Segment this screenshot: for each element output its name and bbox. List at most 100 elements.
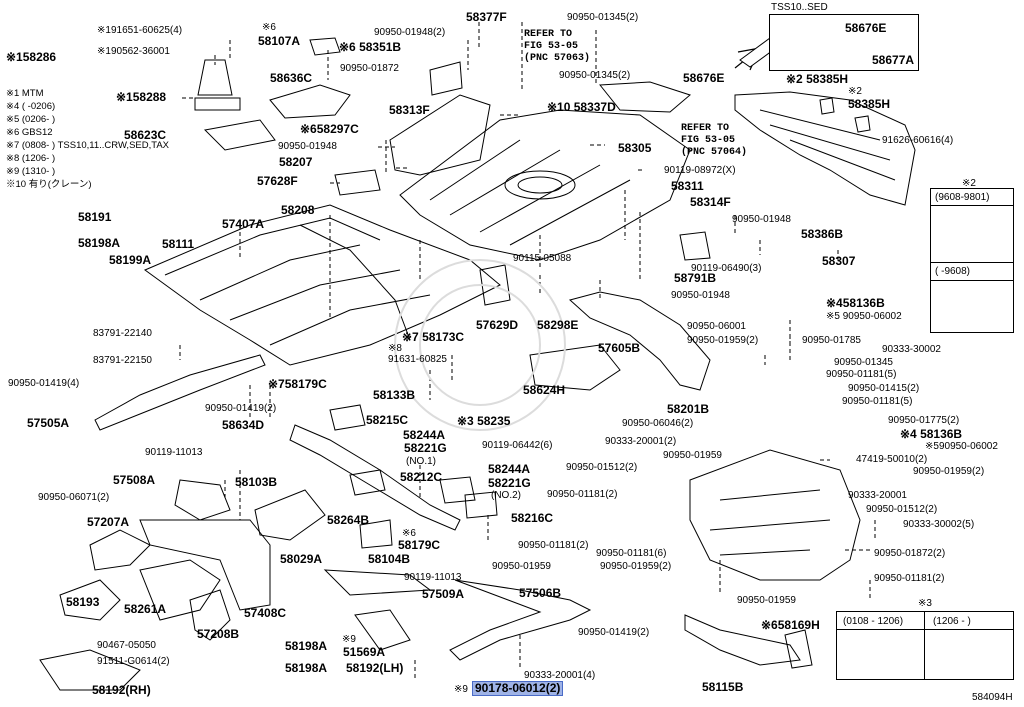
part-label[interactable]: ※658297C [300, 122, 359, 136]
part-label[interactable]: 58221G [404, 441, 447, 455]
part-label[interactable]: 58636C [270, 71, 313, 85]
part-label[interactable]: 90950-01415(2) [848, 383, 920, 394]
part-label[interactable]: 83791-22150 [93, 355, 152, 366]
part-label[interactable]: 57628F [257, 174, 298, 188]
part-label[interactable]: 90119-11013 [145, 447, 203, 458]
part-label[interactable]: 58208 [281, 203, 315, 217]
part-label[interactable]: 57605B [598, 341, 641, 355]
part-label[interactable]: 58192(RH) [92, 683, 151, 697]
part-label[interactable]: (NO.1) [406, 456, 436, 467]
part-label[interactable]: 58029A [280, 552, 323, 566]
part-label[interactable]: 90950-01181(2) [547, 489, 618, 500]
part-label[interactable]: 90333-30002 [882, 344, 941, 355]
inset-tss10-label-2[interactable]: 58677A [872, 53, 915, 67]
part-label[interactable]: 90950-01959(2) [687, 335, 759, 346]
inset-tss10-label-1[interactable]: 58676E [845, 21, 887, 35]
refer-note-1[interactable]: REFER TO FIG 53-05 (PNC 57063) [524, 29, 591, 64]
part-label[interactable]: ※7 58173C [402, 330, 465, 344]
part-label[interactable]: 90950-01959(2) [913, 466, 985, 477]
part-label[interactable]: 90950-01872 [340, 63, 399, 74]
part-label[interactable]: 58313F [389, 103, 430, 117]
part-label[interactable]: 58244A [403, 428, 446, 442]
part-label[interactable]: 47419-50010(2) [856, 454, 928, 465]
part-label[interactable]: 58192(LH) [346, 661, 404, 675]
part-label[interactable]: 58634D [222, 418, 265, 432]
part-label[interactable]: 58215C [366, 413, 409, 427]
part-label[interactable]: 91626-60616(4) [882, 135, 954, 146]
part-label[interactable]: 58199A [109, 253, 152, 267]
part-label[interactable]: ※158286 [6, 50, 57, 64]
part-label[interactable]: 58198A [285, 639, 328, 653]
part-label[interactable]: 57207A [87, 515, 130, 529]
part-label[interactable]: 58261A [124, 602, 167, 616]
part-label[interactable]: 90119-06442(6) [482, 440, 553, 451]
part-label[interactable]: 90950-01345(2) [567, 12, 639, 23]
part-label[interactable]: 90950-01181(5) [842, 396, 913, 407]
part-label[interactable]: 58216C [511, 511, 554, 525]
part-label[interactable]: 57407A [222, 217, 265, 231]
part-label[interactable]: ※658169H [761, 618, 820, 632]
part-label[interactable]: 58305 [618, 141, 652, 155]
part-label[interactable]: ※190562-36001 [97, 46, 170, 57]
part-label[interactable]: 90950-01181(5) [826, 369, 897, 380]
part-label[interactable]: ※2 58385H [786, 72, 849, 86]
part-label[interactable]: 58386B [801, 227, 844, 241]
part-label[interactable]: ※9 [454, 684, 468, 695]
part-label[interactable]: 91511-G0614(2) [97, 656, 170, 667]
part-label[interactable]: 58212C [400, 470, 443, 484]
part-label[interactable]: 90333-20001(2) [605, 436, 677, 447]
part-label[interactable]: ※10 58337D [547, 100, 616, 114]
part-label[interactable]: 58207 [279, 155, 313, 169]
part-label[interactable]: 58103B [235, 475, 278, 489]
part-label[interactable]: ※2 [848, 86, 862, 97]
part-label[interactable]: 90950-01419(4) [8, 378, 80, 389]
part-label[interactable]: ※3 58235 [457, 414, 511, 428]
part-label[interactable]: 58385H [848, 97, 891, 111]
part-label[interactable]: 58133B [373, 388, 416, 402]
part-label[interactable]: 90467-05050 [97, 640, 156, 651]
part-label[interactable]: 58311 [671, 179, 704, 193]
part-label[interactable]: 90950-01345(2) [559, 70, 631, 81]
part-label[interactable]: 90119-06490(3) [691, 263, 762, 274]
part-label[interactable]: ※590950-06002 [925, 441, 998, 452]
part-label[interactable]: 58377F [466, 10, 507, 24]
part-label[interactable]: 58201B [667, 402, 710, 416]
part-label[interactable]: 58791B [674, 271, 717, 285]
part-label[interactable]: ※5 90950-06002 [826, 311, 902, 322]
part-label[interactable]: ※158288 [116, 90, 167, 104]
part-label[interactable]: 90333-20001 [848, 490, 907, 501]
part-label[interactable]: 58193 [66, 595, 100, 609]
part-label[interactable]: 58624H [523, 383, 566, 397]
part-label[interactable]: 58244A [488, 462, 531, 476]
part-label[interactable]: ※191651-60625(4) [97, 25, 183, 36]
part-label[interactable]: 90950-01959 [737, 595, 796, 606]
part-label[interactable]: (NO.2) [491, 490, 521, 501]
part-label[interactable]: 90950-01345 [834, 357, 893, 368]
part-label[interactable]: 90950-01419(2) [578, 627, 650, 638]
part-label[interactable]: 90950-01775(2) [888, 415, 960, 426]
part-label[interactable]: 58623C [124, 128, 167, 142]
part-label[interactable]: 90119-11013 [404, 572, 462, 583]
part-label[interactable]: ※6 58351B [339, 40, 402, 54]
part-label[interactable]: 57508A [113, 473, 156, 487]
part-label[interactable]: 57506B [519, 586, 562, 600]
part-label[interactable]: 90950-01948 [671, 290, 730, 301]
part-label[interactable]: 58198A [78, 236, 121, 250]
part-label[interactable]: 58107A [258, 34, 301, 48]
part-label[interactable]: 90950-01959 [663, 450, 722, 461]
part-label[interactable]: 90950-06071(2) [38, 492, 110, 503]
part-label[interactable]: 90950-01181(2) [518, 540, 589, 551]
part-label[interactable]: 90119-08972(X) [664, 165, 736, 176]
part-label[interactable]: 90950-01872(2) [874, 548, 946, 559]
part-label[interactable]: 90950-01948 [278, 141, 337, 152]
part-label[interactable]: 90333-20001(4) [524, 670, 596, 681]
part-label[interactable]: 51569A [343, 645, 386, 659]
part-label[interactable]: ※758179C [268, 377, 327, 391]
part-label[interactable]: 58676E [683, 71, 725, 85]
part-label[interactable]: 58264B [327, 513, 370, 527]
part-label[interactable]: 57509A [422, 587, 465, 601]
part-label[interactable]: ※458136B [826, 296, 885, 310]
part-label[interactable]: 58298E [537, 318, 579, 332]
part-label[interactable]: 58221G [488, 476, 531, 490]
part-label[interactable]: 58198A [285, 661, 328, 675]
